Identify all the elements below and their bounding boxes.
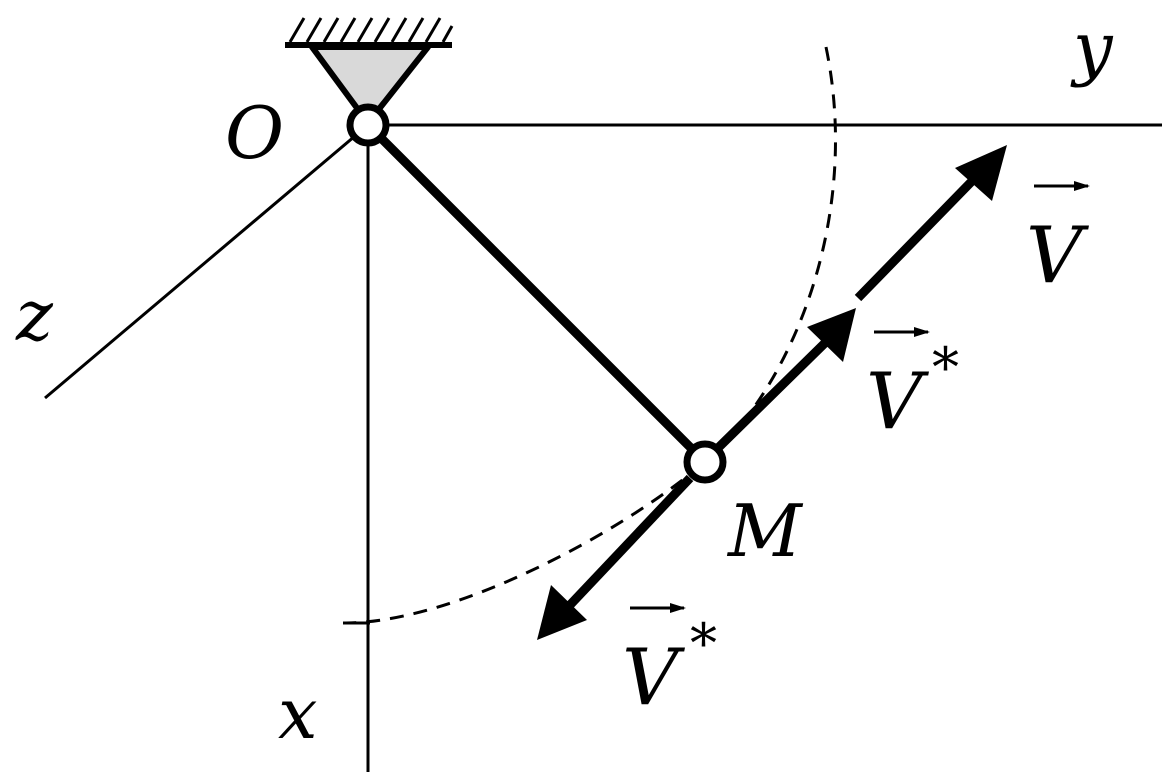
label-axis-x: x	[278, 673, 317, 755]
label-axis-z: z	[15, 275, 54, 357]
star-upper: *	[932, 336, 959, 399]
svg-text:V: V	[1026, 211, 1089, 301]
joint-o	[346, 103, 390, 147]
support-hatching	[288, 17, 454, 43]
svg-text:V: V	[622, 633, 685, 723]
trajectory-arc	[345, 46, 837, 625]
label-velocity-v: V	[1026, 181, 1090, 301]
label-velocity-v-star-lower: V *	[622, 603, 717, 723]
label-velocity-v-star-upper: V *	[866, 327, 959, 447]
velocity-vector-v	[854, 145, 1007, 302]
star-lower: *	[690, 612, 717, 675]
velocity-vector-v-star-upper	[714, 308, 856, 452]
svg-text:V: V	[866, 357, 929, 447]
label-point-m: M	[726, 489, 804, 573]
support-triangle	[309, 44, 431, 126]
label-origin: O	[225, 91, 284, 175]
label-axis-y: y	[1070, 7, 1114, 89]
point-m	[683, 440, 727, 484]
velocity-vector-v-star-lower	[537, 474, 694, 640]
pendulum-rod	[364, 121, 709, 466]
fixed-support	[285, 17, 454, 126]
axis-z	[44, 123, 369, 400]
